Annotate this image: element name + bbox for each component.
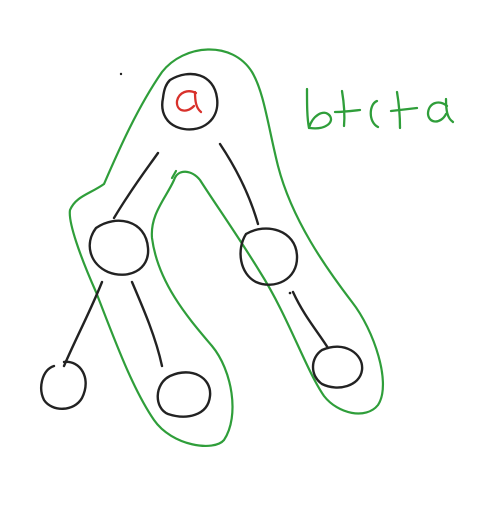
expression-plus-2 xyxy=(389,90,419,130)
highlight-loop xyxy=(68,48,384,447)
edge-left-child-right-leaf xyxy=(130,280,164,368)
root-label-bowl xyxy=(175,90,198,112)
left-leaf-node xyxy=(40,360,87,410)
stray-dot-left xyxy=(119,72,123,76)
expression-text xyxy=(305,87,455,130)
root-node-label xyxy=(175,90,203,114)
root-node xyxy=(161,72,219,131)
expression-c xyxy=(369,99,380,129)
right-leaf-node xyxy=(311,345,364,389)
left-child-node xyxy=(88,219,150,276)
middle-leaf-node xyxy=(156,371,212,418)
expression-a-stem xyxy=(444,97,455,124)
edge-right-child-leaf xyxy=(291,290,330,350)
right-child-node xyxy=(239,227,299,286)
expression-plus-1 xyxy=(333,89,362,128)
highlight-tick xyxy=(170,169,178,180)
expression-b xyxy=(305,87,333,130)
edge-left-child-left-leaf xyxy=(62,280,104,368)
expression-a-bowl xyxy=(426,101,449,123)
root-label-stem xyxy=(193,90,203,114)
edge-root-left-child xyxy=(112,151,160,220)
edge-root-right-child xyxy=(218,142,260,226)
stray-dot-right xyxy=(288,291,292,295)
